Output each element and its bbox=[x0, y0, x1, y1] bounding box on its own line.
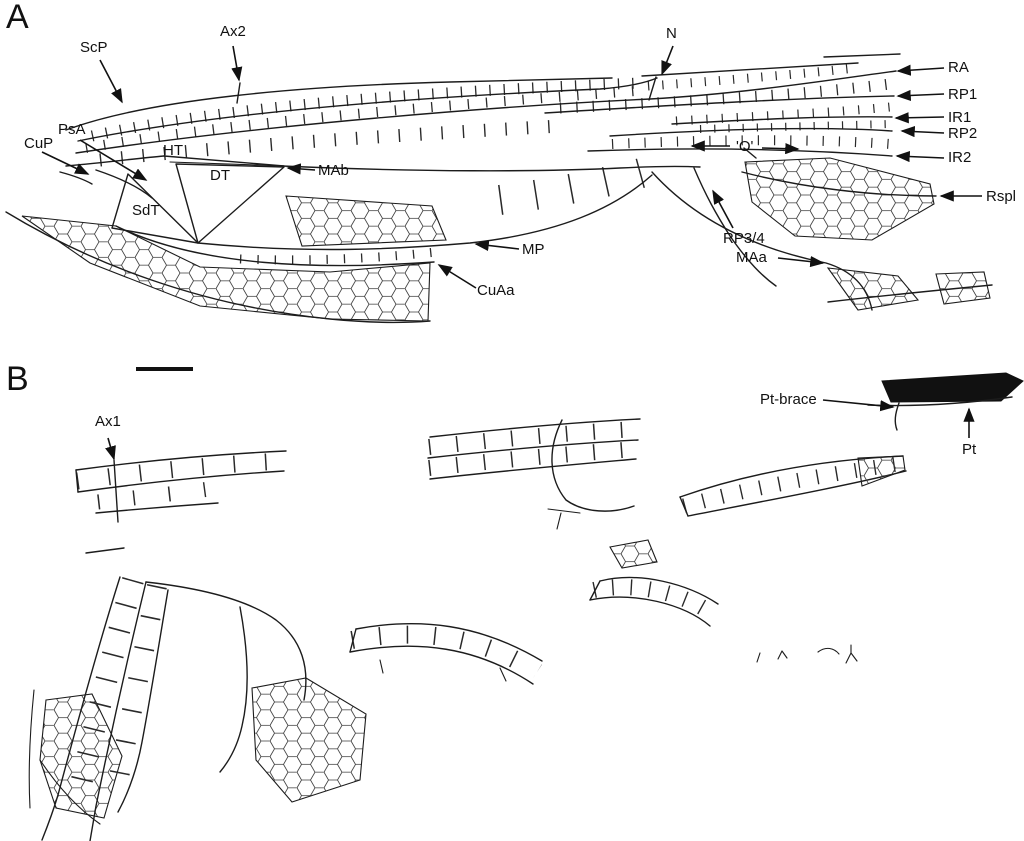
fragment-small-dash bbox=[85, 547, 125, 554]
label-ax2: Ax2 bbox=[220, 23, 246, 40]
panel-b-drawing bbox=[28, 372, 1024, 841]
label-o: 'O' bbox=[736, 138, 754, 155]
label-ra: RA bbox=[948, 59, 969, 76]
label-n: N bbox=[666, 25, 677, 42]
vein-ir2 bbox=[587, 148, 893, 157]
arrow-scp bbox=[99, 59, 123, 104]
crossveins-radial-band bbox=[99, 119, 561, 167]
vein-ra bbox=[75, 70, 897, 154]
label-ax1: Ax1 bbox=[95, 413, 121, 430]
panel-a-arrows bbox=[41, 45, 982, 289]
pterostigma-group bbox=[867, 372, 1024, 431]
fragment-lower-left bbox=[28, 576, 367, 841]
fragment-curved-band bbox=[349, 622, 543, 685]
vein-rspl bbox=[741, 171, 937, 197]
vein-ax1-crossvein bbox=[113, 459, 119, 523]
arrow-ax1 bbox=[105, 437, 116, 461]
fragment-ax1 bbox=[75, 450, 287, 523]
label-ir2: IR2 bbox=[948, 149, 972, 166]
panel-a-drawing bbox=[5, 45, 993, 323]
mesh-midwing bbox=[285, 195, 447, 247]
arrow-rp1 bbox=[896, 89, 945, 102]
vein-costa-right bbox=[641, 62, 859, 77]
pterostigma-shape bbox=[881, 372, 1024, 403]
vein-ma bbox=[281, 165, 701, 172]
arrow-psa bbox=[79, 139, 148, 181]
arrow-pt-brace bbox=[822, 399, 895, 412]
label-rspl: Rspl bbox=[986, 188, 1017, 205]
crossveins-mp-cuaa bbox=[239, 247, 437, 265]
label-sdt: SdT bbox=[132, 202, 160, 219]
vein-costa-left bbox=[65, 77, 613, 131]
label-dt: DT bbox=[210, 167, 230, 184]
fragment-top-right bbox=[679, 455, 907, 517]
vein-hind-margin bbox=[5, 211, 431, 323]
arrow-rp34 bbox=[712, 189, 734, 229]
vein-pt-brace bbox=[894, 402, 900, 431]
label-ht: HT bbox=[163, 142, 183, 159]
arrow-maa bbox=[777, 256, 825, 268]
vein-rp34 bbox=[693, 167, 777, 287]
arrow-cup bbox=[41, 151, 90, 175]
arrow-ir2 bbox=[895, 150, 945, 163]
arrow-cuaa bbox=[437, 264, 477, 289]
arrow-ra bbox=[896, 64, 945, 76]
arrow-ax2 bbox=[231, 45, 243, 82]
label-mab: MAb bbox=[318, 162, 349, 179]
label-pt: Pt bbox=[962, 441, 977, 458]
arrow-n bbox=[661, 45, 674, 76]
vein-mp bbox=[197, 174, 653, 251]
mesh-anal-area bbox=[21, 215, 431, 322]
label-rp2: RP2 bbox=[948, 125, 978, 142]
vein-cuaa bbox=[115, 225, 435, 267]
arrow-ir1 bbox=[894, 112, 945, 124]
vein-hypertriangle-top bbox=[163, 155, 285, 167]
vein-top-right-fragment bbox=[823, 53, 901, 58]
vein-psa bbox=[95, 169, 153, 199]
mesh-rspl-area bbox=[744, 157, 935, 241]
fragment-mid-right bbox=[589, 539, 719, 627]
fragment-top-middle bbox=[427, 418, 641, 530]
vein-cup bbox=[59, 171, 93, 185]
panel-b-arrows bbox=[105, 399, 975, 461]
vein-hypertriangle-bottom bbox=[169, 161, 285, 167]
arrow-mab bbox=[286, 163, 316, 175]
vein-scp bbox=[77, 77, 658, 142]
label-rp1: RP1 bbox=[948, 86, 978, 103]
fragment-tiny-marks bbox=[756, 644, 858, 664]
label-scp: ScP bbox=[80, 39, 108, 56]
mesh-maa-area bbox=[826, 267, 920, 311]
label-maa: MAa bbox=[736, 249, 767, 266]
crossveins-postnodal bbox=[647, 63, 857, 91]
label-psa: PsA bbox=[58, 121, 86, 138]
vein-ir1 bbox=[671, 116, 893, 125]
vein-maa bbox=[651, 171, 873, 311]
arrow-rp2 bbox=[900, 126, 945, 138]
panel-a-letter: A bbox=[6, 0, 29, 36]
vein-margin-right bbox=[827, 284, 993, 303]
vein-nodus bbox=[648, 76, 657, 101]
label-cuaa: CuAa bbox=[477, 282, 515, 299]
label-cup: CuP bbox=[24, 135, 54, 152]
vein-rp1 bbox=[544, 95, 895, 114]
arrow-o-right bbox=[761, 143, 800, 155]
vein-discoidal-triangle bbox=[175, 163, 285, 244]
label-ir1: IR1 bbox=[948, 109, 972, 126]
vein-subdiscoidal-triangle bbox=[111, 173, 199, 244]
label-mp: MP bbox=[522, 241, 545, 258]
vein-rp2 bbox=[609, 127, 893, 137]
label-pt-brace: Pt-brace bbox=[760, 391, 817, 408]
label-rp34: RP3/4 bbox=[723, 230, 765, 247]
vein-oblique-o bbox=[743, 147, 757, 159]
panel-b-letter: B bbox=[6, 360, 29, 398]
arrow-mp bbox=[474, 239, 520, 252]
vein-ax2-crossvein bbox=[236, 82, 241, 104]
